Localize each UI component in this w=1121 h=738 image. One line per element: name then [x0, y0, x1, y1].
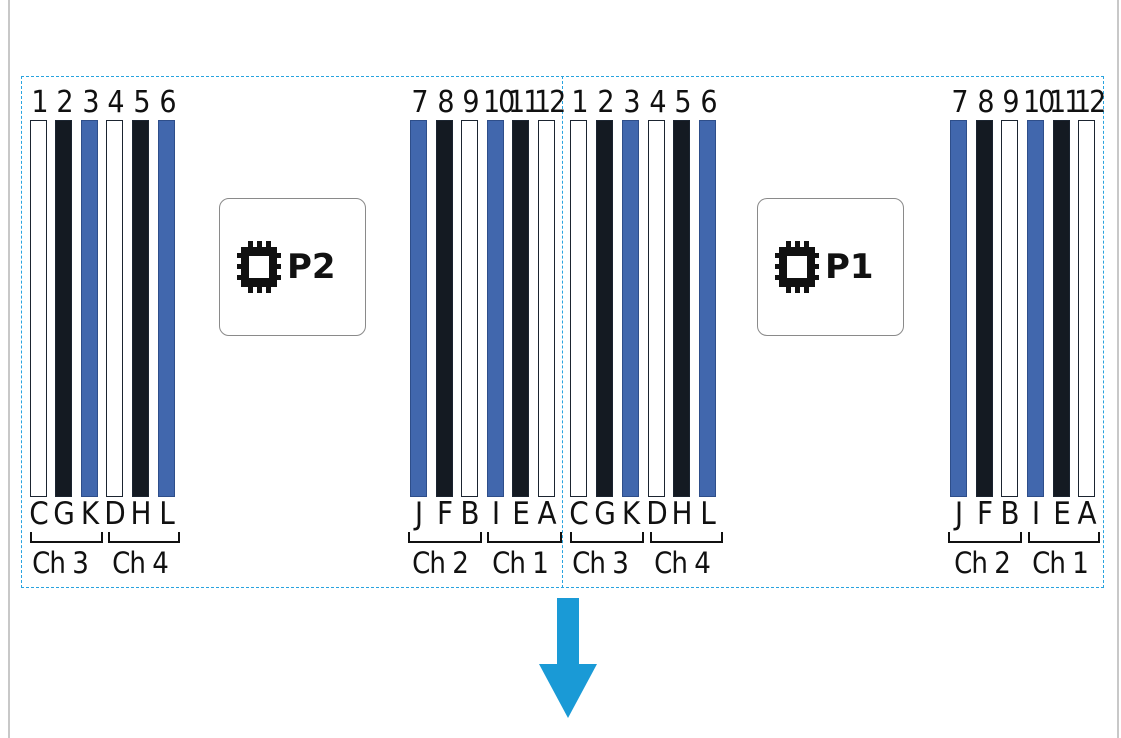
processor-p2-slot-4-number: 4	[107, 85, 124, 120]
processor-p2-channel-bracket	[408, 532, 482, 543]
processor-p1-slot-10-number: 10	[1023, 85, 1055, 120]
processor-p2-channel-label: Ch 1	[492, 546, 549, 580]
processor-p1-slot-4-number: 4	[649, 85, 666, 120]
right-border-line	[1117, 0, 1119, 738]
processor-p1-box: P1	[757, 198, 904, 336]
processor-p1-channel-label: Ch 3	[572, 546, 629, 580]
processor-p2-slot-2-letter: G	[53, 496, 75, 532]
processor-p1-slot-7-letter: J	[954, 496, 964, 532]
processor-p2-slot-2-number: 2	[56, 85, 73, 120]
processor-p1-slot-7-number: 7	[951, 85, 968, 120]
processor-p1-slot-7[interactable]	[950, 120, 967, 497]
processor-p2-slot-4-letter: D	[104, 496, 126, 532]
processor-p1-slot-2-letter: G	[594, 496, 616, 532]
processor-p2-slot-9-number: 9	[462, 85, 479, 120]
processor-p2-slot-10-number: 10	[483, 85, 515, 120]
processor-p2-slot-3[interactable]	[81, 120, 98, 497]
processor-p1-slot-12-letter: A	[1077, 496, 1097, 532]
processor-p1-slot-1-letter: C	[569, 496, 589, 532]
processor-p1-slot-9[interactable]	[1001, 120, 1018, 497]
processor-p1-slot-2[interactable]	[596, 120, 613, 497]
processor-p2-slot-11-number: 11	[508, 85, 540, 120]
processor-p1-channel-bracket	[1028, 532, 1100, 543]
processor-p2-slot-10[interactable]	[487, 120, 504, 497]
processor-p1-slot-6[interactable]	[699, 120, 716, 497]
processor-p1-slot-6-letter: L	[700, 496, 716, 532]
processor-p1-slot-3-letter: K	[621, 496, 641, 532]
processor-p1-slot-9-number: 9	[1002, 85, 1019, 120]
processor-p2-slot-10-letter: I	[491, 496, 501, 532]
processor-section-divider	[562, 76, 563, 588]
processor-p1-slot-6-number: 6	[700, 85, 717, 120]
processor-p2-slot-5-letter: H	[130, 496, 152, 532]
processor-p2-slot-6[interactable]	[158, 120, 175, 497]
processor-p1-slot-1[interactable]	[570, 120, 587, 497]
processor-p2-channel-label: Ch 4	[112, 546, 169, 580]
processor-p2-slot-1-letter: C	[29, 496, 49, 532]
processor-p2-slot-5[interactable]	[132, 120, 149, 497]
processor-p1-channel-label: Ch 4	[654, 546, 711, 580]
processor-p2-slot-8-number: 8	[437, 85, 454, 120]
processor-p1-channel-label: Ch 2	[954, 546, 1011, 580]
processor-p1-slot-1-number: 1	[571, 85, 588, 120]
processor-p2-slot-8[interactable]	[436, 120, 453, 497]
processor-p2-slot-3-letter: K	[80, 496, 100, 532]
processor-p2-slot-1-number: 1	[31, 85, 48, 120]
processor-p2-slot-1[interactable]	[30, 120, 47, 497]
processor-p2-slot-2[interactable]	[55, 120, 72, 497]
processor-p2-slot-7-number: 7	[411, 85, 428, 120]
processor-p2-slot-9[interactable]	[461, 120, 478, 497]
processor-p1-slot-11[interactable]	[1053, 120, 1070, 497]
processor-p1-slot-12-number: 12	[1074, 85, 1106, 120]
processor-p1-channel-bracket	[948, 532, 1022, 543]
processor-p2-slot-7[interactable]	[410, 120, 427, 497]
processor-p1-slot-12[interactable]	[1078, 120, 1095, 497]
processor-p1-slot-5[interactable]	[673, 120, 690, 497]
processor-p2-channel-label: Ch 2	[412, 546, 469, 580]
processor-p1-slot-8-letter: F	[976, 496, 994, 532]
processor-p2-slot-9-letter: B	[460, 496, 480, 532]
processor-p1-slot-4[interactable]	[648, 120, 665, 497]
processor-p1-slot-11-number: 11	[1049, 85, 1081, 120]
processor-p2-channel-bracket	[108, 532, 180, 543]
processor-p1-label: P1	[825, 247, 874, 287]
processor-p2-slot-4[interactable]	[106, 120, 123, 497]
arrow-down-icon	[539, 598, 597, 718]
processor-p1-channel-bracket	[650, 532, 723, 543]
processor-p1-channel-label: Ch 1	[1032, 546, 1089, 580]
chip-icon	[775, 241, 819, 293]
processor-p1-slot-3-number: 3	[623, 85, 640, 120]
processor-p2-channel-bracket	[487, 532, 562, 543]
processor-p2-slot-7-letter: J	[414, 496, 424, 532]
processor-p2-slot-11[interactable]	[512, 120, 529, 497]
processor-p2-box: P2	[219, 198, 366, 336]
processor-p1-slot-5-letter: H	[671, 496, 693, 532]
left-border-line	[8, 0, 10, 738]
processor-p1-slot-2-number: 2	[597, 85, 614, 120]
processor-p1-channel-bracket	[570, 532, 644, 543]
processor-p1-slot-10-letter: I	[1031, 496, 1041, 532]
processor-p1-slot-11-letter: E	[1053, 496, 1071, 532]
processor-p1-slot-8[interactable]	[976, 120, 993, 497]
processor-p1-slot-3[interactable]	[622, 120, 639, 497]
processor-p1-slot-10[interactable]	[1027, 120, 1044, 497]
chip-icon	[237, 241, 281, 293]
processor-p2-slot-12-letter: A	[537, 496, 557, 532]
processor-p2-slot-11-letter: E	[512, 496, 530, 532]
processor-p1-slot-8-number: 8	[977, 85, 994, 120]
processor-p2-label: P2	[287, 247, 336, 287]
processor-p2-slot-3-number: 3	[82, 85, 99, 120]
processor-p2-channel-label: Ch 3	[32, 546, 89, 580]
processor-p2-slot-12[interactable]	[538, 120, 555, 497]
processor-p2-slot-6-number: 6	[159, 85, 176, 120]
processor-p1-slot-5-number: 5	[674, 85, 691, 120]
processor-p1-slot-4-letter: D	[646, 496, 668, 532]
processor-p1-slot-9-letter: B	[1000, 496, 1020, 532]
processor-p2-slot-12-number: 12	[534, 85, 566, 120]
processor-p2-channel-bracket	[30, 532, 103, 543]
processor-p2-slot-6-letter: L	[159, 496, 175, 532]
processor-p2-slot-8-letter: F	[436, 496, 454, 532]
processor-p2-slot-5-number: 5	[133, 85, 150, 120]
